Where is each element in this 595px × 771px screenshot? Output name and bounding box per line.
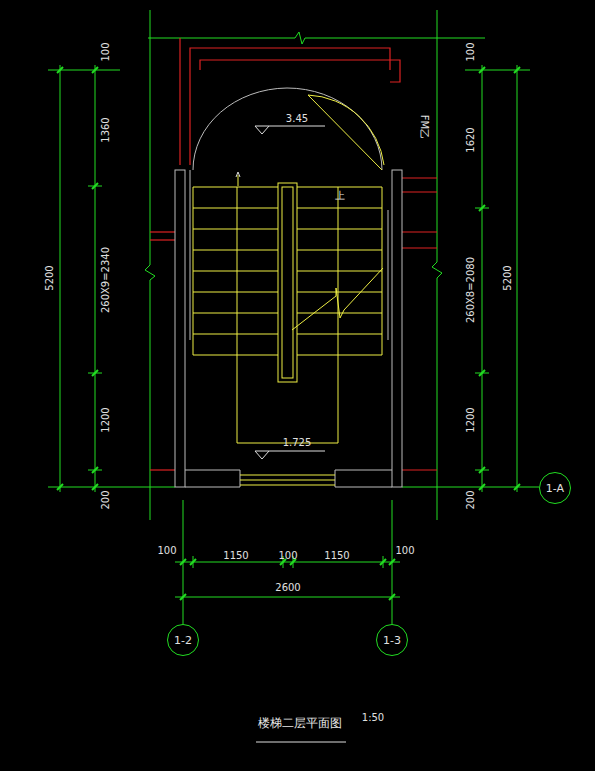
dimension-text: 200 [466, 490, 476, 509]
stair-tread [193, 187, 278, 188]
dimension-text: 200 [101, 490, 111, 509]
stair-tread [297, 229, 382, 230]
dimension-text: 1150 [223, 551, 248, 561]
stair-tread [193, 355, 278, 356]
stair-tread [193, 292, 278, 293]
axis-label: 1-A [546, 482, 564, 495]
door-tag: FM乙 [419, 115, 429, 139]
drawing-title: 楼梯二层平面图 [258, 715, 342, 732]
dimension-text: 1200 [466, 407, 476, 432]
stair-tread [297, 355, 382, 356]
stair-tread [297, 271, 382, 272]
stair-tread [297, 187, 382, 188]
stair-direction: 上 [335, 191, 345, 201]
stair-tread [193, 208, 278, 209]
stair-tread [297, 313, 382, 314]
dimension-text: 1150 [324, 551, 349, 561]
axis-label: 1-2 [174, 634, 192, 647]
dimension-text: 1620 [466, 127, 476, 152]
dimension-text: 5200 [503, 265, 513, 290]
stair-tread [193, 250, 278, 251]
axis-bubble: 1-A [539, 472, 571, 504]
elevation-mark: 1.725 [283, 438, 312, 448]
dimension-text: 5200 [45, 265, 55, 290]
stair-tread [297, 208, 382, 209]
dimension-text: 100 [466, 42, 476, 61]
axis-bubble: 1-2 [167, 624, 199, 656]
dimension-text: 100 [157, 546, 176, 556]
dimension-text: 1360 [101, 117, 111, 142]
stair-tread [193, 229, 278, 230]
dimension-text: 2600 [275, 583, 300, 593]
stair-tread [193, 334, 278, 335]
scale-note: 1:50 [362, 713, 384, 723]
dimension-text: 1200 [101, 407, 111, 432]
dimension-text: 100 [395, 546, 414, 556]
elevation-mark: 3.45 [286, 114, 308, 124]
dimension-text: 100 [278, 551, 297, 561]
stair-tread [193, 271, 278, 272]
stair-tread [193, 313, 278, 314]
axis-label: 1-3 [383, 634, 401, 647]
dimension-text: 100 [101, 42, 111, 61]
dimension-text: 260X9=2340 [101, 247, 111, 313]
dimension-text: 260X8=2080 [466, 257, 476, 323]
axis-bubble: 1-3 [376, 624, 408, 656]
stair-tread [297, 292, 382, 293]
stair-tread [297, 334, 382, 335]
stair-tread [297, 250, 382, 251]
